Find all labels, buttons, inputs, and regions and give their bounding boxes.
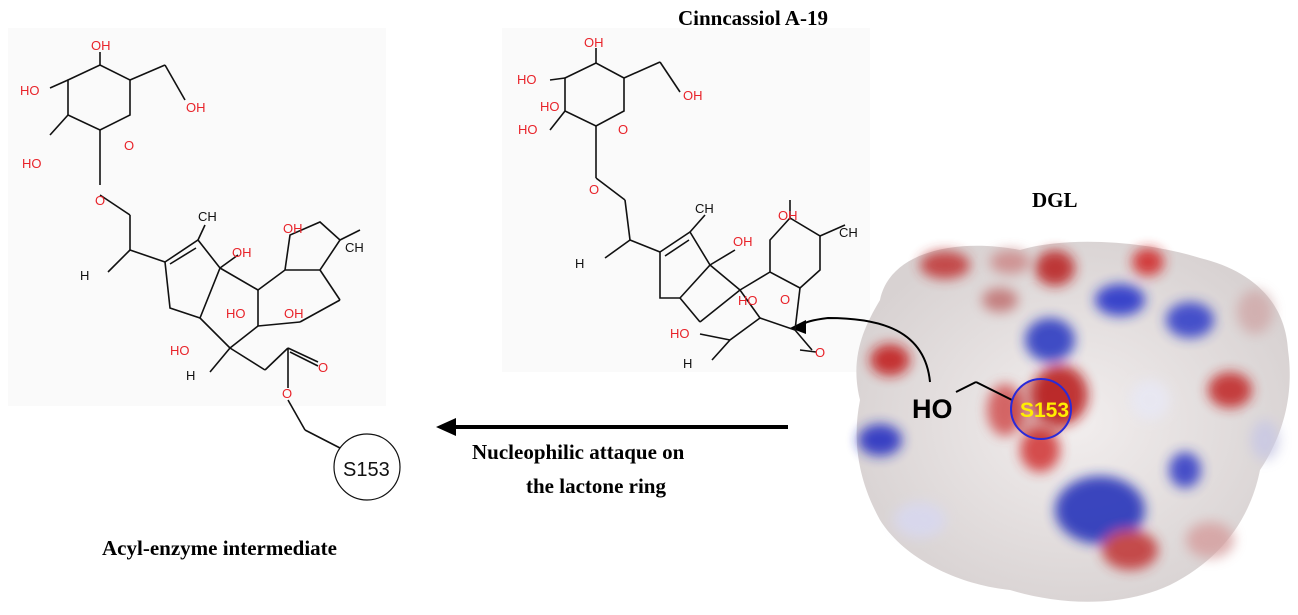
svg-text:O: O xyxy=(618,122,628,137)
svg-text:H: H xyxy=(80,268,89,283)
svg-text:OH: OH xyxy=(683,88,703,103)
reactant-structure xyxy=(549,48,846,361)
svg-text:OH: OH xyxy=(232,245,252,260)
product-serine-label: S153 xyxy=(343,459,390,481)
reactant-atom-labels: OH HO OH O HO HO O CH OH CH OH H O HO HO… xyxy=(517,35,858,371)
svg-text:O: O xyxy=(815,345,825,360)
reactant-structure-panel xyxy=(502,28,870,372)
svg-text:HO: HO xyxy=(670,326,690,341)
attack-arrow xyxy=(799,316,931,383)
svg-text:OH: OH xyxy=(283,221,303,236)
svg-text:H: H xyxy=(683,356,692,371)
svg-text:OH: OH xyxy=(186,100,206,115)
product-atom-labels: OH HO OH O HO O CH OH OH CH H OH HO HO H… xyxy=(20,38,390,481)
product-title: Acyl-enzyme intermediate xyxy=(102,536,337,560)
compound-title: Cinncassiol A-19 xyxy=(678,6,828,30)
svg-text:OH: OH xyxy=(91,38,111,53)
product-structure-panel xyxy=(8,28,386,406)
svg-text:O: O xyxy=(318,360,328,375)
serine-ring xyxy=(1010,378,1072,440)
catalytic-serine: HO S153 xyxy=(912,378,1072,440)
reaction-arrow xyxy=(436,418,788,436)
svg-text:HO: HO xyxy=(170,343,190,358)
svg-text:CH: CH xyxy=(839,225,858,240)
svg-text:OH: OH xyxy=(284,306,304,321)
svg-text:H: H xyxy=(575,256,584,271)
serine-label: S153 xyxy=(1020,399,1069,422)
svg-text:O: O xyxy=(780,292,790,307)
svg-text:O: O xyxy=(124,138,134,153)
svg-text:CH: CH xyxy=(695,201,714,216)
arrow-caption-line2: the lactone ring xyxy=(526,474,666,498)
hydroxyl-label: HO xyxy=(912,394,953,424)
svg-text:HO: HO xyxy=(738,293,758,308)
svg-text:HO: HO xyxy=(540,99,560,114)
svg-text:HO: HO xyxy=(518,122,538,137)
svg-text:H: H xyxy=(186,368,195,383)
svg-text:CH: CH xyxy=(345,240,364,255)
svg-text:OH: OH xyxy=(733,234,753,249)
svg-text:O: O xyxy=(95,193,105,208)
svg-text:HO: HO xyxy=(20,83,40,98)
arrow-caption-line1: Nucleophilic attaque on xyxy=(472,440,685,464)
svg-text:HO: HO xyxy=(22,156,42,171)
product-structure xyxy=(49,52,401,501)
enzyme-title: DGL xyxy=(1032,188,1078,212)
svg-text:OH: OH xyxy=(584,35,604,50)
svg-text:O: O xyxy=(589,182,599,197)
svg-text:HO: HO xyxy=(517,72,537,87)
svg-text:O: O xyxy=(282,386,292,401)
svg-text:CH: CH xyxy=(198,209,217,224)
svg-text:OH: OH xyxy=(778,208,798,223)
svg-text:HO: HO xyxy=(226,306,246,321)
